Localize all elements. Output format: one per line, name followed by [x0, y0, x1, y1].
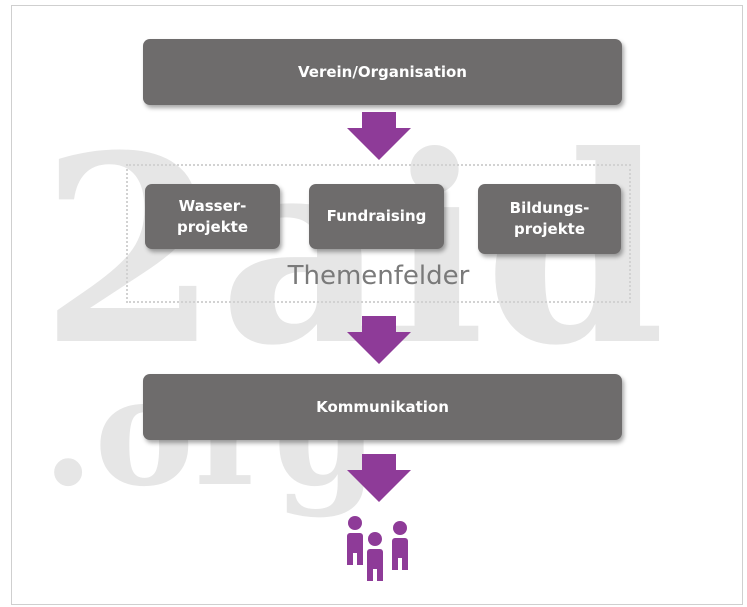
- organisation-box: Verein/Organisation: [143, 39, 622, 105]
- theme-label: Bildungs- projekte: [509, 199, 590, 238]
- theme-box-water-projects: Wasser- projekte: [145, 184, 280, 249]
- themes-group-label: Themenfelder: [287, 261, 470, 291]
- theme-label: Wasser- projekte: [176, 196, 249, 236]
- diagram-frame: 2aid .org Verein/Organisation Wasser- pr…: [11, 5, 743, 605]
- theme-box-fundraising: Fundraising: [309, 184, 444, 249]
- people-group-icon: [347, 516, 408, 581]
- communication-label: Kommunikation: [316, 398, 449, 416]
- arrow-down-icon: [347, 454, 411, 502]
- organisation-label: Verein/Organisation: [297, 63, 467, 81]
- themes-group-border: [126, 164, 631, 303]
- theme-label: Fundraising: [326, 207, 427, 225]
- communication-box: Kommunikation: [143, 374, 622, 440]
- arrow-down-icon: [347, 112, 411, 160]
- theme-box-education-projects: Bildungs- projekte: [478, 184, 621, 254]
- arrow-down-icon: [347, 316, 411, 364]
